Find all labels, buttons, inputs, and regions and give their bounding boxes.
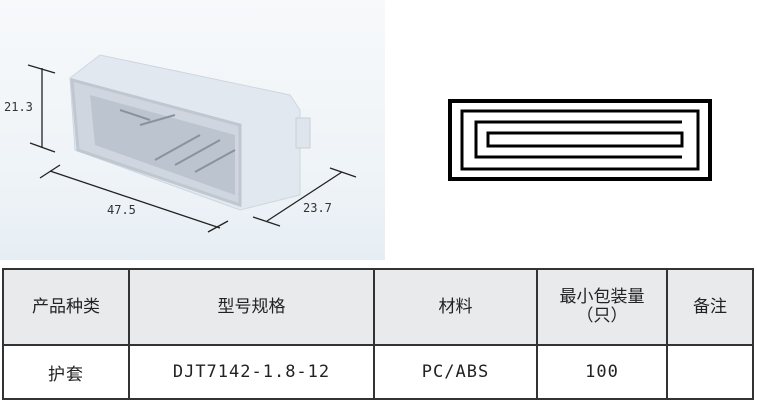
header-model-spec: 型号规格: [128, 268, 375, 346]
header-material: 材料: [373, 268, 538, 346]
height-dimension: 21.3: [4, 100, 33, 114]
table-header-row: 产品种类 型号规格 材料 最小包装量（只） 备注: [2, 268, 754, 346]
header-min-package: 最小包装量（只）: [536, 268, 668, 346]
cell-remarks: [666, 344, 754, 400]
connector-schematic-symbol: [448, 99, 712, 181]
header-product-type: 产品种类: [2, 268, 130, 346]
header-remarks: 备注: [666, 268, 754, 346]
cell-material: PC/ABS: [373, 344, 538, 400]
spec-table: 产品种类 型号规格 材料 最小包装量（只） 备注 护套 DJT7142-1.8-…: [2, 268, 754, 400]
connector-illustration: [27, 54, 357, 233]
length-dimension: 47.5: [107, 203, 136, 217]
cell-model-spec: DJT7142-1.8-12: [128, 344, 375, 400]
cell-min-package: 100: [536, 344, 668, 400]
product-photo: 21.3 47.5 23.7: [0, 0, 385, 260]
header-min-package-label: 最小包装量（只）: [559, 287, 645, 326]
table-row: 护套 DJT7142-1.8-12 PC/ABS 100: [2, 344, 754, 400]
cell-product-type: 护套: [2, 344, 130, 400]
width-dimension: 23.7: [303, 201, 332, 215]
